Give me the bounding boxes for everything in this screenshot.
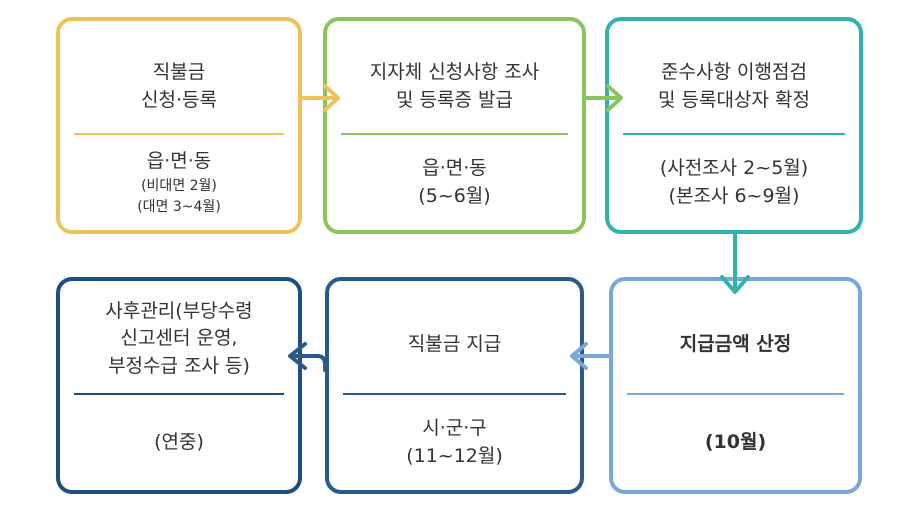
step3-period-main-survey: (본조사 6~9월) (668, 185, 800, 207)
step6-divider (74, 393, 284, 395)
step1-divider (74, 133, 284, 135)
step3-period-pre-survey: (사전조사 2~5월) (659, 157, 809, 180)
step5-title: 직불금 지급 (407, 333, 502, 356)
step5-period: (11~12월) (406, 445, 503, 467)
arrow-step3-to-step4 (720, 232, 750, 294)
step6-title-line-1: 사후관리(부당수령 (105, 299, 253, 322)
step6-title-line-2: 신고센터 운영, (120, 327, 238, 350)
step3-title-line-2: 및 등록대상자 확정 (658, 89, 810, 111)
step6-period: (연중) (154, 431, 204, 454)
step5-office: 시·군·구 (422, 417, 487, 440)
arrow-step4-to-step5 (570, 342, 611, 370)
step2-office: 읍·면·동 (422, 157, 487, 180)
step2-period: (5~6월) (418, 185, 491, 207)
step1-office: 읍·면·동 (146, 150, 212, 173)
step4-title: 지급금액 산정 (679, 333, 792, 356)
step1-title-line-2: 신청·등록 (141, 89, 217, 111)
step2-title-line-2: 및 등록증 발급 (396, 89, 513, 111)
step-box-application-registration: 직불금 신청·등록 읍·면·동 (비대면 2월) (대면 3~4월) (56, 17, 302, 234)
arrow-step5-to-step6 (288, 342, 327, 372)
step1-period-offline: (대면 3~4월) (137, 198, 221, 215)
step2-divider (341, 133, 568, 135)
step2-title-line-1: 지자체 신청사항 조사 (369, 61, 540, 84)
arrow-step1-to-step2 (300, 84, 340, 112)
step3-divider (623, 133, 845, 135)
step5-divider (343, 393, 566, 395)
step6-title-line-3: 부정수급 조사 등) (108, 354, 250, 377)
step-box-payment: 직불금 지급 시·군·구 (11~12월) (325, 277, 584, 494)
step-box-survey-certificate: 지자체 신청사항 조사 및 등록증 발급 읍·면·동 (5~6월) (323, 17, 586, 234)
step1-period-online: (비대면 2월) (141, 177, 217, 194)
step-box-compliance-check: 준수사항 이행점검 및 등록대상자 확정 (사전조사 2~5월) (본조사 6~… (605, 17, 863, 234)
arrow-step2-to-step3 (584, 84, 623, 112)
step3-title-line-1: 준수사항 이행점검 (661, 61, 807, 84)
step1-title-line-1: 직불금 (152, 61, 206, 84)
step4-period: (10월) (704, 431, 767, 454)
step-box-follow-up-management: 사후관리(부당수령 신고센터 운영, 부정수급 조사 등) (연중) (56, 277, 302, 494)
step4-divider (627, 393, 844, 395)
